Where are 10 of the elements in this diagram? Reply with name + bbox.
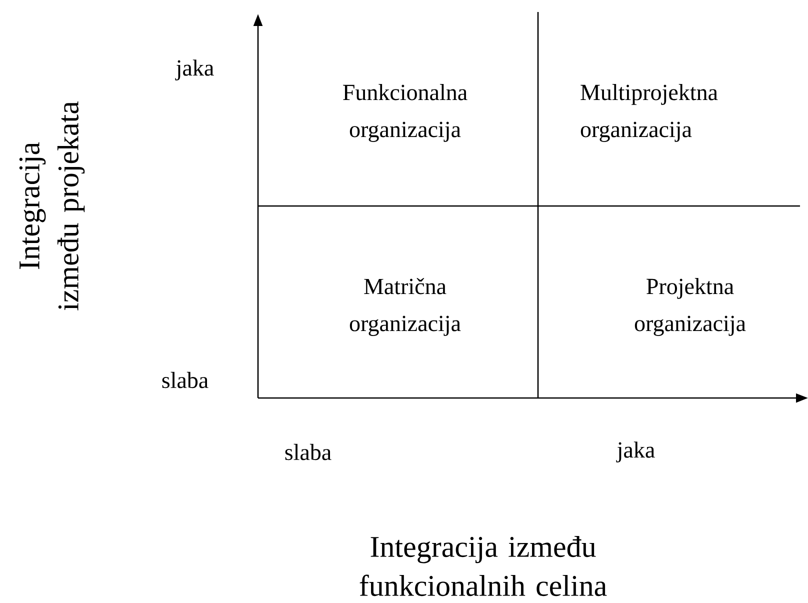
quadrant-label: Matrična organizacija xyxy=(350,278,461,336)
quadrant-label: Multiprojektna organizacija xyxy=(580,84,718,142)
tick-label: slaba xyxy=(162,372,208,388)
tick-label: jaka xyxy=(616,442,655,462)
axis-title: Integracija između projekata xyxy=(19,101,85,310)
axis-title: Integracija između funkcionalnih celina xyxy=(360,536,607,596)
tick-label: slaba xyxy=(285,444,332,460)
tick-label: jaka xyxy=(175,60,214,80)
quadrant-label: Funkcionalna organizacija xyxy=(343,84,468,142)
quadrant-label: Projektna organizacija xyxy=(634,278,746,336)
